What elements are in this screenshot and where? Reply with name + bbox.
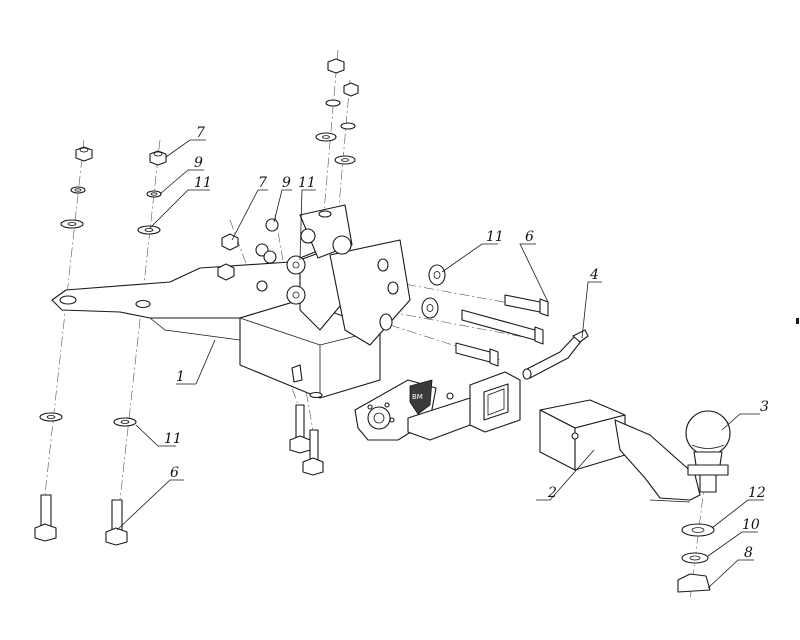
brand-badge [409,379,433,415]
callout-7-middle: 7 [258,175,267,191]
callout-labels: 7 9 11 7 9 11 11 6 4 3 1 11 6 2 12 10 8 [164,125,769,561]
leader-lines [116,139,764,589]
hitch-pin [522,329,589,380]
brand-badge-text: BM [412,393,423,401]
tow-ball [685,410,731,493]
callout-9-middle: 9 [282,175,291,191]
right-bolts [421,264,549,367]
callout-11-upper-left: 11 [194,175,212,191]
ball-mount-drawbar [539,399,701,503]
bottom-bolts [289,391,324,476]
callout-10-lock-washer: 10 [742,517,760,533]
top-hardware-stack [315,58,359,165]
callout-2-drawbar: 2 [547,485,557,501]
callout-11-right: 11 [486,229,504,245]
callout-4-pin: 4 [589,267,599,283]
callout-3-ball: 3 [760,399,769,415]
callout-6-lower-left: 6 [170,465,179,481]
main-frame-bracket: BM [51,204,521,441]
callout-11-middle: 11 [298,175,316,191]
callout-8-nut: 8 [744,545,753,561]
callout-7-upper-left: 7 [196,125,205,141]
callout-6-right: 6 [525,229,534,245]
callout-11-lower-left: 11 [164,431,182,447]
left-hardware-stack-b [105,150,167,546]
callout-9-upper-left: 9 [194,155,203,171]
callout-1-frame: 1 [176,369,185,385]
left-hardware-stack-a [34,146,93,542]
ball-hardware [677,523,715,593]
edge-mark [796,318,799,324]
callout-12-washer: 12 [748,485,766,501]
